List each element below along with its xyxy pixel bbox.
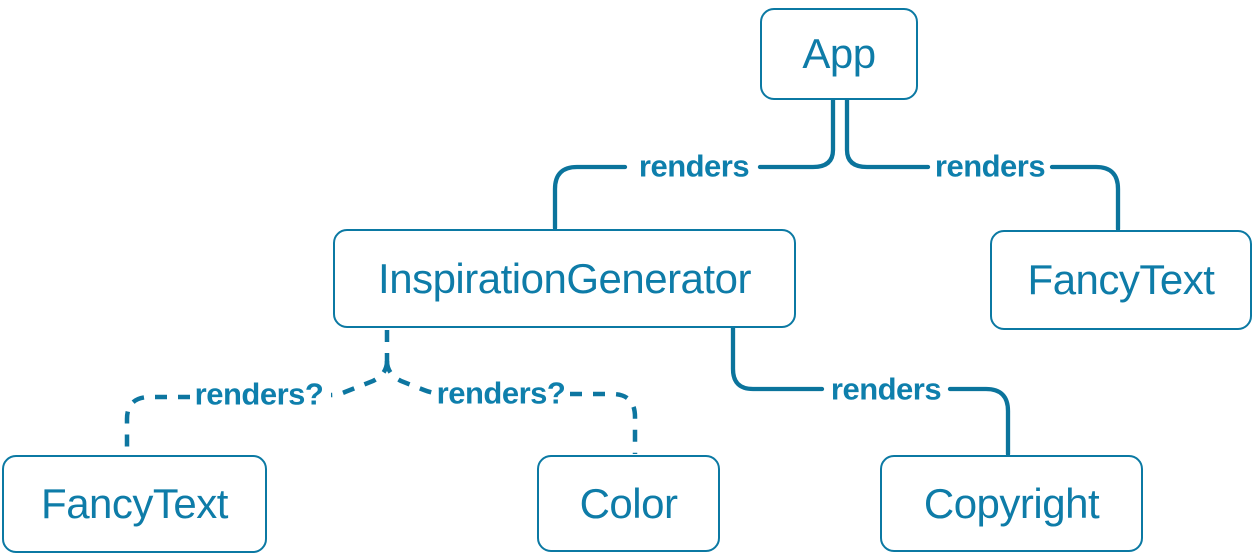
edge-label-app-fancytext: renders (934, 148, 1046, 184)
node-fancy-text-bottom-label: FancyText (41, 480, 228, 527)
node-app-label: App (802, 30, 876, 77)
edge-label-app-inspirationgenerator: renders (638, 148, 750, 184)
node-app: App (760, 8, 918, 100)
edge-inspirationgenerator-to-copyright-seg1 (730, 325, 825, 392)
node-copyright: Copyright (880, 455, 1143, 552)
node-color-label: Color (579, 479, 678, 527)
node-inspiration-generator: InspirationGenerator (333, 229, 796, 328)
node-fancy-text-top-label: FancyText (1027, 256, 1215, 303)
edge-app-to-inspirationgenerator-seg2 (552, 164, 628, 231)
edge-app-to-inspirationgenerator-seg1 (757, 97, 836, 170)
edge-app-to-fancytext-seg2 (1049, 164, 1121, 232)
node-color: Color (537, 455, 720, 552)
edge-inspirationgenerator-to-fancytext-dashed-seg1 (330, 360, 390, 398)
edge-label-inspirationgenerator-fancytext: renders? (194, 376, 324, 412)
node-fancy-text-top: FancyText (990, 230, 1252, 330)
edge-inspirationgenerator-to-copyright-seg2 (947, 386, 1011, 457)
edge-label-inspirationgenerator-color: renders? (436, 375, 566, 411)
edge-inspirationgenerator-to-color-dashed-seg2 (570, 391, 638, 454)
edge-label-inspirationgenerator-copyright: renders (830, 371, 942, 407)
node-inspiration-generator-label: InspirationGenerator (378, 254, 751, 302)
edge-inspirationgenerator-to-color-dashed-seg1 (384, 360, 435, 396)
node-fancy-text-bottom: FancyText (2, 455, 267, 553)
edge-inspirationgenerator-to-fancytext-dashed-seg2 (124, 394, 190, 454)
edge-app-to-fancytext-seg1 (844, 97, 931, 170)
node-copyright-label: Copyright (923, 479, 1100, 527)
